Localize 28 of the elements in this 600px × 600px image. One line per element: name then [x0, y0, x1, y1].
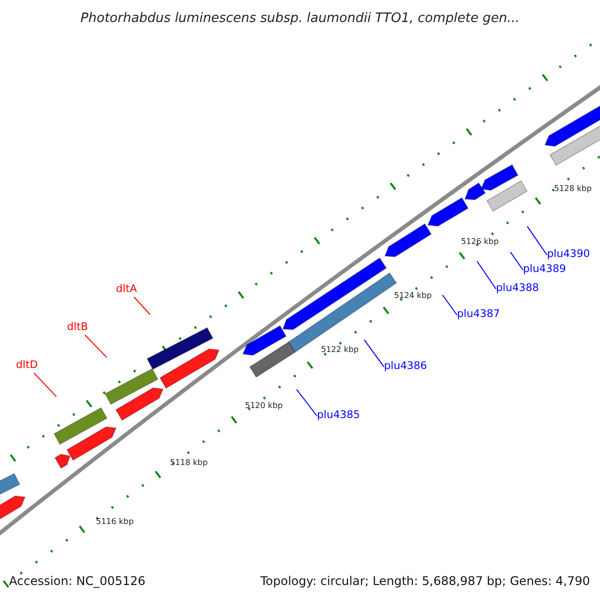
tick-label: 5120 kbp [245, 401, 283, 411]
gene-label: plu4389 [523, 263, 566, 276]
gene-label: plu4386 [384, 360, 427, 373]
leader-line [134, 296, 150, 315]
leader-line [296, 388, 318, 416]
gene-label: dltA [116, 283, 137, 296]
leader-line [526, 226, 548, 256]
tick-label: 5118 kbp [170, 458, 208, 468]
gene-label: dltD [16, 359, 38, 372]
tick-label: 5116 kbp [96, 517, 134, 527]
leader-line [510, 252, 524, 270]
leader-line [34, 372, 57, 398]
map-title: Photorhabdus luminescens subsp. laumondii TTO1, complete gen... [80, 10, 520, 28]
gene-label: plu4385 [317, 409, 360, 422]
map-info: Accession: NC_005126 [9, 574, 146, 589]
map-info: Topology: circular; Length: 5,688,987 bp; Genes: 4,790 [260, 574, 590, 589]
gene-label: dltB [67, 321, 88, 334]
tick-label: 5126 kbp [461, 237, 499, 247]
leader-line [364, 339, 384, 368]
tick-label: 5122 kbp [321, 345, 359, 355]
gene-label: plu4387 [457, 308, 500, 321]
leader-line [442, 294, 458, 316]
tick-label: 5124 kbp [394, 291, 432, 301]
leader-line [84, 334, 108, 358]
leader-line [476, 260, 496, 290]
gene-label: plu4390 [547, 248, 590, 261]
gene-label: plu4388 [496, 282, 539, 295]
tick-label: 5128 kbp [554, 184, 592, 194]
